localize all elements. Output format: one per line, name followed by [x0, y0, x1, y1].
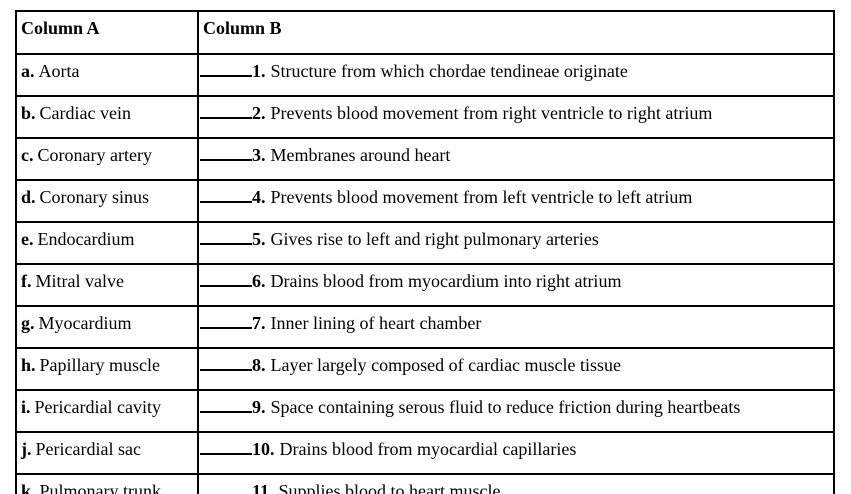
definition-number: 5. — [252, 229, 266, 249]
definition-cell: 7.Inner lining of heart chamber — [197, 305, 835, 349]
definition-cell: 2.Prevents blood movement from right ven… — [197, 95, 835, 139]
term-letter: f. — [21, 271, 32, 291]
definition-cell: 11. Supplies blood to heart muscle — [197, 473, 835, 494]
answer-blank[interactable] — [200, 452, 252, 455]
definition-cell: 1.Structure from which chordae tendineae… — [197, 53, 835, 97]
definition-number: 1. — [252, 61, 266, 81]
definition-number: 10. — [252, 439, 275, 459]
answer-blank[interactable] — [200, 200, 252, 203]
term-cell: c.Coronary artery — [15, 137, 199, 181]
table-row: h.Papillary muscle 8.Layer largely compo… — [15, 347, 835, 391]
definition-cell: 3.Membranes around heart — [197, 137, 835, 181]
definition-cell: 4.Prevents blood movement from left vent… — [197, 179, 835, 223]
definition-number: 7. — [252, 313, 266, 333]
term-label: Endocardium — [37, 229, 135, 249]
term-cell: j.Pericardial sac — [15, 431, 199, 475]
term-cell: i.Pericardial cavity — [15, 389, 199, 433]
definition-text: Gives rise to left and right pulmonary a… — [270, 229, 599, 249]
table-row: e.Endocardium 5.Gives rise to left and r… — [15, 221, 835, 265]
table-row: b.Cardiac vein 2.Prevents blood movement… — [15, 95, 835, 139]
term-letter: k. — [21, 481, 36, 494]
table-row: k.Pulmonary trunk 11. Supplies blood to h… — [15, 473, 835, 494]
definition-cell: 9.Space containing serous fluid to reduc… — [197, 389, 835, 433]
term-cell: d.Coronary sinus — [15, 179, 199, 223]
definition-text: Prevents blood movement from right ventr… — [270, 103, 713, 123]
term-letter: j. — [21, 439, 32, 459]
term-label: Myocardium — [38, 313, 132, 333]
answer-blank[interactable] — [200, 410, 252, 413]
answer-blank[interactable] — [200, 326, 252, 329]
definition-text: Space containing serous fluid to reduce … — [270, 397, 741, 417]
definition-cell: 8.Layer largely composed of cardiac musc… — [197, 347, 835, 391]
answer-blank[interactable] — [200, 74, 252, 77]
definition-number: 9. — [252, 397, 266, 417]
definition-text: Structure from which chordae tendineae o… — [270, 61, 628, 81]
term-label: Cardiac vein — [39, 103, 131, 123]
definition-number: 3. — [252, 145, 266, 165]
term-label: Coronary sinus — [39, 187, 150, 207]
definition-number: 4. — [252, 187, 266, 207]
definition-number: 8. — [252, 355, 266, 375]
column-b-header: Column B — [197, 10, 835, 55]
definition-number: 11. — [252, 481, 274, 494]
term-cell: b.Cardiac vein — [15, 95, 199, 139]
definition-text: Prevents blood movement from left ventri… — [270, 187, 693, 207]
table-row: j.Pericardial sac 10.Drains blood from m… — [15, 431, 835, 475]
definition-cell: 5.Gives rise to left and right pulmonary… — [197, 221, 835, 265]
term-cell: a.Aorta — [15, 53, 199, 97]
term-letter: b. — [21, 103, 36, 123]
definition-text: Drains blood from myocardial capillaries — [279, 439, 577, 459]
matching-table: Column A Column B a.Aorta 1.Structure fr… — [15, 10, 835, 494]
term-label: Coronary artery — [37, 145, 152, 165]
term-cell: f.Mitral valve — [15, 263, 199, 307]
term-letter: e. — [21, 229, 34, 249]
term-label: Pericardial sac — [35, 439, 141, 459]
answer-blank[interactable] — [200, 116, 252, 119]
table-row: c.Coronary artery 3.Membranes around hea… — [15, 137, 835, 181]
answer-blank[interactable] — [200, 284, 252, 287]
term-label: Pericardial cavity — [34, 397, 161, 417]
definition-text: Layer largely composed of cardiac muscle… — [270, 355, 622, 375]
term-label: Mitral valve — [35, 271, 124, 291]
term-letter: a. — [21, 61, 35, 81]
definition-text: Membranes around heart — [270, 145, 451, 165]
definition-text: Supplies blood to heart muscle — [278, 481, 501, 494]
definition-cell: 6.Drains blood from myocardium into righ… — [197, 263, 835, 307]
table-body: a.Aorta 1.Structure from which chordae t… — [15, 53, 835, 494]
table-row: i.Pericardial cavity 9.Space containing … — [15, 389, 835, 433]
answer-blank[interactable] — [200, 368, 252, 371]
table-row: g.Myocardium 7.Inner lining of heart cha… — [15, 305, 835, 349]
term-cell: e.Endocardium — [15, 221, 199, 265]
term-cell: h.Papillary muscle — [15, 347, 199, 391]
term-label: Papillary muscle — [39, 355, 160, 375]
header-row: Column A Column B — [15, 10, 835, 55]
table-row: f.Mitral valve 6.Drains blood from myoca… — [15, 263, 835, 307]
answer-blank[interactable] — [200, 158, 252, 161]
definition-number: 2. — [252, 103, 266, 123]
term-letter: c. — [21, 145, 34, 165]
term-letter: g. — [21, 313, 35, 333]
term-cell: k.Pulmonary trunk — [15, 473, 199, 494]
term-label: Pulmonary trunk — [39, 481, 162, 494]
term-letter: h. — [21, 355, 36, 375]
answer-blank[interactable] — [200, 242, 252, 245]
column-a-header: Column A — [15, 10, 199, 55]
table-row: a.Aorta 1.Structure from which chordae t… — [15, 53, 835, 97]
term-letter: i. — [21, 397, 31, 417]
definition-text: Drains blood from myocardium into right … — [270, 271, 622, 291]
definition-number: 6. — [252, 271, 266, 291]
definition-cell: 10.Drains blood from myocardial capillar… — [197, 431, 835, 475]
term-cell: g.Myocardium — [15, 305, 199, 349]
term-label: Aorta — [38, 61, 80, 81]
table-row: d.Coronary sinus 4.Prevents blood moveme… — [15, 179, 835, 223]
term-letter: d. — [21, 187, 36, 207]
definition-text: Inner lining of heart chamber — [270, 313, 482, 333]
